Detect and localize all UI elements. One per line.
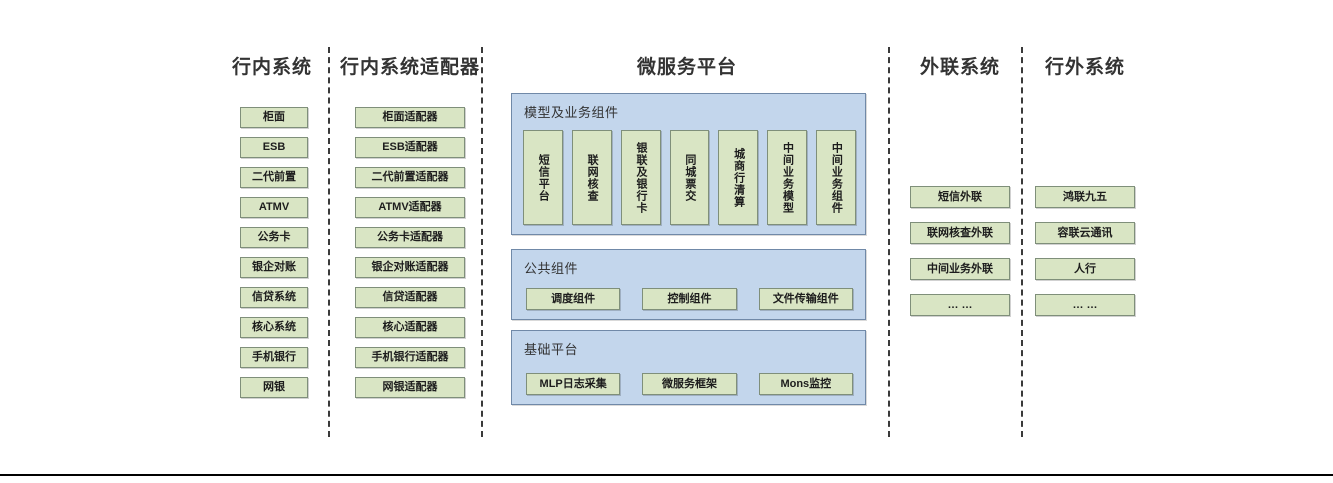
column-title-external-link-systems: 外联系统 (919, 57, 1000, 78)
node-intra-bank-adapters-6[interactable]: 信贷适配器 (355, 287, 465, 308)
divider-3 (888, 47, 890, 437)
component-model-business-components-1[interactable]: 联网核查 (571, 130, 612, 225)
node-external-link-systems-1[interactable]: 联网核查外联 (910, 222, 1010, 244)
node-intra-bank-systems-6[interactable]: 信贷系统 (240, 287, 308, 308)
component-base-platform-0[interactable]: MLP日志采集 (526, 373, 621, 395)
component-model-business-components-4[interactable]: 城商行清算 (718, 130, 759, 225)
node-intra-bank-systems-7[interactable]: 核心系统 (240, 317, 308, 338)
node-intra-bank-adapters-8[interactable]: 手机银行适配器 (355, 347, 465, 368)
node-off-bank-systems-3[interactable]: … … (1035, 294, 1135, 316)
panel-label-public-components: 公共组件 (524, 261, 579, 276)
node-intra-bank-systems-9[interactable]: 网银 (240, 377, 308, 398)
node-intra-bank-adapters-7[interactable]: 核心适配器 (355, 317, 465, 338)
component-base-platform-1[interactable]: 微服务框架 (642, 373, 737, 395)
component-model-business-components-5[interactable]: 中间业务模型 (767, 130, 808, 225)
node-intra-bank-adapters-0[interactable]: 柜面适配器 (355, 107, 465, 128)
node-intra-bank-systems-5[interactable]: 银企对账 (240, 257, 308, 278)
component-public-components-0[interactable]: 调度组件 (526, 288, 621, 310)
node-intra-bank-adapters-5[interactable]: 银企对账适配器 (355, 257, 465, 278)
panel-base-platform: 基础平台 MLP日志采集微服务框架 Mons监控 (511, 330, 866, 405)
divider-2 (481, 47, 483, 437)
panel-label-model-business-components: 模型及业务组件 (524, 105, 619, 120)
node-external-link-systems-3[interactable]: … … (910, 294, 1010, 316)
node-intra-bank-systems-4[interactable]: 公务卡 (240, 227, 308, 248)
divider-4 (1021, 47, 1023, 437)
node-off-bank-systems-0[interactable]: 鸿联九五 (1035, 186, 1135, 208)
node-off-bank-systems-2[interactable]: 人行 (1035, 258, 1135, 280)
node-intra-bank-systems-3[interactable]: ATMV (240, 197, 308, 218)
component-base-platform-2[interactable]: Mons监控 (758, 373, 853, 395)
node-intra-bank-adapters-9[interactable]: 网银适配器 (355, 377, 465, 398)
component-model-business-components-6[interactable]: 中间业务组件 (816, 130, 856, 225)
column-title-intra-bank-systems: 行内系统 (231, 57, 312, 78)
panel-label-base-platform: 基础平台 (524, 342, 579, 357)
component-model-business-components-2[interactable]: 银联及银行卡 (620, 130, 661, 225)
node-intra-bank-systems-1[interactable]: ESB (240, 137, 308, 158)
node-off-bank-systems-1[interactable]: 容联云通讯 (1035, 222, 1135, 244)
component-model-business-components-3[interactable]: 同城票交 (669, 130, 710, 225)
column-title-off-bank-systems: 行外系统 (1044, 57, 1125, 78)
bottom-rule (0, 474, 1333, 476)
component-model-business-components-0[interactable]: 短信平台 (523, 130, 563, 225)
node-intra-bank-adapters-1[interactable]: ESB适配器 (355, 137, 465, 158)
node-intra-bank-systems-8[interactable]: 手机银行 (240, 347, 308, 368)
divider-1 (328, 47, 330, 437)
node-intra-bank-systems-0[interactable]: 柜面 (240, 107, 308, 128)
component-public-components-1[interactable]: 控制组件 (642, 288, 737, 310)
component-public-components-2[interactable]: 文件传输组件 (758, 288, 853, 310)
node-external-link-systems-0[interactable]: 短信外联 (910, 186, 1010, 208)
node-intra-bank-adapters-3[interactable]: ATMV适配器 (355, 197, 465, 218)
node-intra-bank-adapters-2[interactable]: 二代前置适配器 (355, 167, 465, 188)
panel-public-components: 公共组件调度组件控制组件文件传输组件 (511, 249, 866, 320)
node-intra-bank-adapters-4[interactable]: 公务卡适配器 (355, 227, 465, 248)
node-external-link-systems-2[interactable]: 中间业务外联 (910, 258, 1010, 280)
column-title-intra-bank-adapters: 行内系统适配器 (339, 57, 480, 78)
node-intra-bank-systems-2[interactable]: 二代前置 (240, 167, 308, 188)
panel-model-business-components: 模型及业务组件短信平台联网核查银联及银行卡同城票交城商行清算中间业务模型中间业务… (511, 93, 866, 235)
platform-title: 微服务平台 (636, 57, 737, 78)
